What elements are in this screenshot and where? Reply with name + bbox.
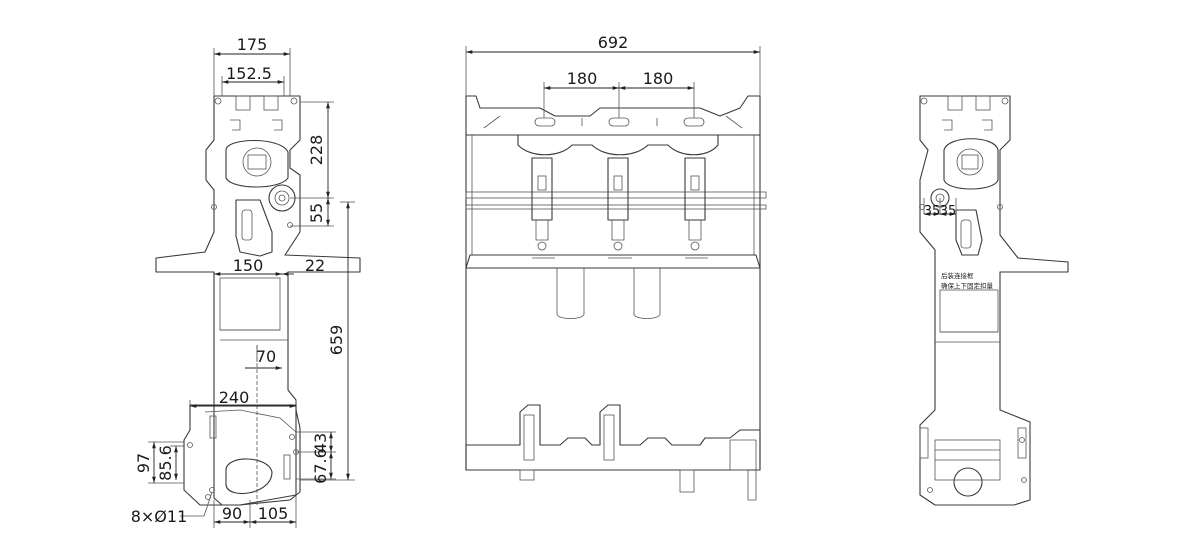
dim-85-6: 85.6 (156, 445, 175, 481)
dim-152-5: 152.5 (226, 64, 272, 83)
dim-43: 43 (311, 433, 330, 453)
right-side-view (919, 95, 1069, 506)
right-view-dimensions: 35 35 后装连接框 确保上下固定扣量 (923, 198, 994, 290)
dim-105: 105 (258, 504, 289, 523)
dim-67-6: 67.6 (311, 448, 330, 484)
dim-175: 175 (237, 35, 268, 54)
dim-90: 90 (222, 504, 242, 523)
dim-pitch-right: 180 (643, 69, 674, 88)
front-view (465, 95, 767, 501)
dim-35-b: 35 (940, 204, 957, 219)
contact-arm-2 (607, 157, 629, 251)
dim-692: 692 (598, 33, 629, 52)
contact-arm-1 (531, 157, 553, 251)
dim-35-a: 35 (924, 204, 941, 219)
dim-55: 55 (307, 203, 326, 223)
note-line-2: 确保上下固定扣量 (941, 281, 994, 290)
dim-70: 70 (256, 347, 276, 366)
dim-holes: 8×Ø11 (131, 507, 188, 526)
dim-150: 150 (233, 256, 264, 275)
left-view-dimensions: 175 152.5 228 55 150 22 659 70 240 (131, 35, 355, 528)
dim-22: 22 (305, 256, 325, 275)
dim-228: 228 (307, 135, 326, 166)
note-line-1: 后装连接框 (941, 271, 974, 280)
dim-659: 659 (327, 325, 346, 356)
dim-240: 240 (219, 388, 250, 407)
dim-97: 97 (134, 453, 153, 473)
contact-arm-3 (684, 157, 706, 251)
dim-pitch-left: 180 (567, 69, 598, 88)
front-view-dimensions: 692 180 180 (465, 33, 761, 118)
